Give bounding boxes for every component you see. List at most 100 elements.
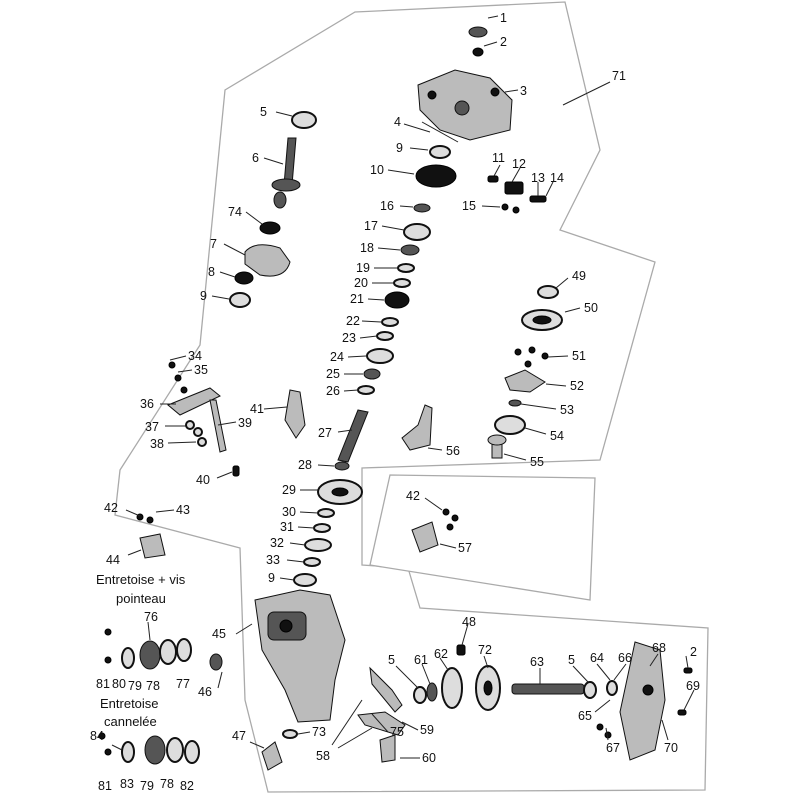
callout-65: 65 xyxy=(578,709,592,723)
callout-73: 73 xyxy=(312,725,326,739)
callout-15: 15 xyxy=(462,199,476,213)
callout-28: 28 xyxy=(298,458,312,472)
callout-56: 56 xyxy=(446,444,460,458)
callout-5-lower: 5 xyxy=(388,653,395,667)
callout-40: 40 xyxy=(196,473,210,487)
callout-44: 44 xyxy=(106,553,120,567)
callout-48: 48 xyxy=(462,615,476,629)
callout-38: 38 xyxy=(150,437,164,451)
callout-19: 19 xyxy=(356,261,370,275)
callout-75: 75 xyxy=(390,725,404,739)
linkage-parts xyxy=(167,361,433,477)
callout-83: 83 xyxy=(120,777,134,791)
callout-43: 43 xyxy=(176,503,190,517)
callout-2-right: 2 xyxy=(690,645,697,659)
callout-80: 80 xyxy=(112,677,126,691)
callout-39: 39 xyxy=(238,416,252,430)
callout-23: 23 xyxy=(342,331,356,345)
callout-17: 17 xyxy=(364,219,378,233)
lower-left-parts xyxy=(98,628,200,765)
callout-34: 34 xyxy=(188,349,202,363)
caption-splined-spacer-line1: Entretoise xyxy=(100,696,159,711)
callout-55: 55 xyxy=(530,455,544,469)
callout-67: 67 xyxy=(606,741,620,755)
callout-32: 32 xyxy=(270,536,284,550)
bracket-parts xyxy=(136,508,459,559)
callout-53: 53 xyxy=(560,403,574,417)
main-housing xyxy=(209,589,346,771)
left-shaft-parts xyxy=(229,111,317,308)
callout-59: 59 xyxy=(420,723,434,737)
callout-9: 9 xyxy=(396,141,403,155)
callout-78-lower: 78 xyxy=(160,777,174,791)
callout-70: 70 xyxy=(664,741,678,755)
callout-35: 35 xyxy=(194,363,208,377)
callout-69: 69 xyxy=(686,679,700,693)
callout-50: 50 xyxy=(584,301,598,315)
callout-71: 71 xyxy=(612,69,626,83)
callout-14: 14 xyxy=(550,171,564,185)
callout-4: 4 xyxy=(394,115,401,129)
callout-21: 21 xyxy=(350,292,364,306)
callout-11: 11 xyxy=(492,151,505,165)
caption-spacer-screw-line2: pointeau xyxy=(116,591,166,606)
callout-58: 58 xyxy=(316,749,330,763)
callout-62: 62 xyxy=(434,647,448,661)
caption-splined-spacer-line2: cannelée xyxy=(104,714,157,729)
callout-82: 82 xyxy=(180,779,194,793)
callout-13: 13 xyxy=(531,171,545,185)
callout-3: 3 xyxy=(520,84,527,98)
callout-6: 6 xyxy=(252,151,259,165)
callout-2: 2 xyxy=(500,35,507,49)
callout-8: 8 xyxy=(208,265,215,279)
callout-33: 33 xyxy=(266,553,280,567)
callout-49: 49 xyxy=(572,269,586,283)
callout-7: 7 xyxy=(210,237,217,251)
callout-42: 42 xyxy=(104,501,118,515)
callout-1: 1 xyxy=(500,11,507,25)
callout-25: 25 xyxy=(326,367,340,381)
callout-45: 45 xyxy=(212,627,226,641)
leader-lines xyxy=(111,15,695,759)
callout-84: 84 xyxy=(90,729,104,743)
callout-37: 37 xyxy=(145,420,159,434)
callout-31: 31 xyxy=(280,520,294,534)
assembly-outline xyxy=(114,1,709,793)
output-shaft-parts xyxy=(357,641,693,763)
callout-47: 47 xyxy=(232,729,246,743)
callout-10: 10 xyxy=(370,163,384,177)
callout-66: 66 xyxy=(618,651,632,665)
callout-68: 68 xyxy=(652,641,666,655)
callout-5: 5 xyxy=(260,105,267,119)
callout-60: 60 xyxy=(422,751,436,765)
callout-46: 46 xyxy=(198,685,212,699)
callout-12: 12 xyxy=(512,157,526,171)
callout-16: 16 xyxy=(380,199,394,213)
callout-61: 61 xyxy=(414,653,428,667)
caption-spacer-screw-line1: Entretoise + vis xyxy=(96,572,186,587)
callout-5-right: 5 xyxy=(568,653,575,667)
callout-18: 18 xyxy=(360,241,374,255)
callout-54: 54 xyxy=(550,429,564,443)
callout-77: 77 xyxy=(176,677,190,691)
callout-labels: 1 2 3 71 4 5 6 9 10 11 12 13 14 15 16 7 4… xyxy=(90,11,700,793)
callout-78: 78 xyxy=(146,679,160,693)
callout-20: 20 xyxy=(354,276,368,290)
callout-9-lower: 9 xyxy=(268,571,275,585)
callout-52: 52 xyxy=(570,379,584,393)
callout-42-right: 42 xyxy=(406,489,420,503)
callout-57: 57 xyxy=(458,541,472,555)
callout-76: 76 xyxy=(144,610,158,624)
callout-79-lower: 79 xyxy=(140,779,154,793)
callout-29: 29 xyxy=(282,483,296,497)
callout-26: 26 xyxy=(326,384,340,398)
callout-79: 79 xyxy=(128,679,142,693)
callout-24: 24 xyxy=(330,350,344,364)
callout-27: 27 xyxy=(318,426,332,440)
callout-72: 72 xyxy=(478,643,492,657)
callout-9-left: 9 xyxy=(200,289,207,303)
callout-30: 30 xyxy=(282,505,296,519)
callout-81-lower: 81 xyxy=(98,779,112,793)
callout-41: 41 xyxy=(250,402,264,416)
